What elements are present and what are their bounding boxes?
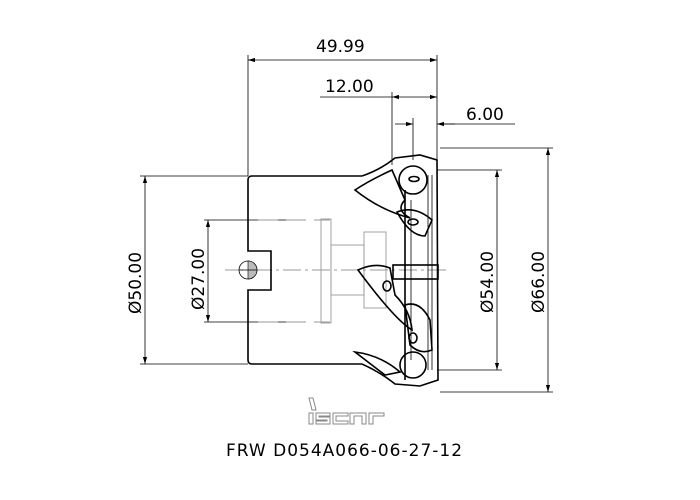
- part-number: FRW D054A066-06-27-12: [226, 441, 463, 461]
- cutter-head: [352, 154, 439, 387]
- dim-cutting-diameter: Ø54.00: [478, 251, 498, 313]
- extension-lines: [140, 55, 553, 393]
- dim-overall-length: 49.99: [316, 37, 365, 57]
- dim-max-diameter: Ø66.00: [529, 251, 549, 313]
- dim-bore-diameter: Ø27.00: [189, 248, 209, 310]
- dim-shank-diameter: Ø50.00: [126, 252, 146, 314]
- iscar-logo: [308, 397, 385, 425]
- dim-insert-offset: 6.00: [466, 105, 504, 125]
- dimension-lines: [142, 57, 551, 392]
- dim-head-length: 12.00: [325, 77, 374, 97]
- tool-body: [238, 175, 387, 365]
